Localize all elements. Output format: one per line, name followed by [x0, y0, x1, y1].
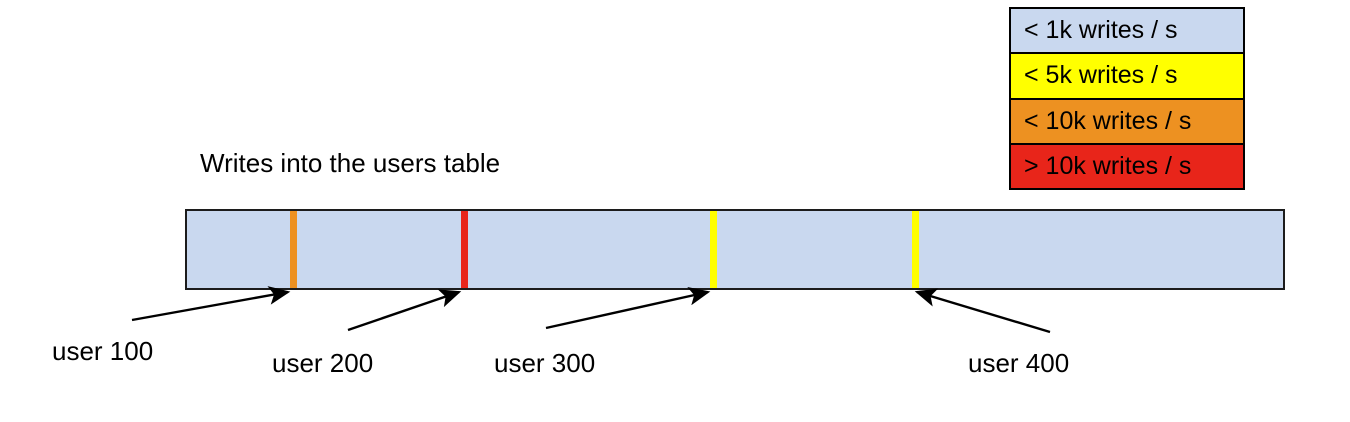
- user-300-marker: [710, 211, 717, 288]
- user-400-marker: [912, 211, 919, 288]
- arrow-user-200: [347, 289, 462, 332]
- legend-row-over-10k: > 10k writes / s: [1011, 144, 1243, 188]
- legend-row-under-5k: < 5k writes / s: [1011, 54, 1243, 100]
- legend: < 1k writes / s < 5k writes / s < 10k wr…: [1009, 7, 1245, 190]
- callout-label-user-200: user 200: [272, 348, 374, 378]
- chart-title: Writes into the users table: [200, 148, 501, 178]
- callout-label-user-100: user 100: [52, 336, 154, 366]
- user-200-marker: [461, 211, 468, 288]
- legend-row-under-1k: < 1k writes / s: [1011, 9, 1243, 55]
- legend-label-under-1k: < 1k writes / s: [1024, 16, 1178, 45]
- arrow-user-100: [131, 286, 291, 322]
- callout-label-user-300: user 300: [494, 348, 596, 378]
- legend-label-over-10k: > 10k writes / s: [1024, 151, 1192, 180]
- legend-label-under-10k: < 10k writes / s: [1024, 106, 1192, 135]
- legend-row-under-10k: < 10k writes / s: [1011, 99, 1243, 145]
- legend-label-under-5k: < 5k writes / s: [1024, 61, 1178, 90]
- users-table-bar: [185, 209, 1285, 290]
- user-100-marker: [290, 211, 297, 288]
- callout-label-user-400: user 400: [968, 348, 1070, 378]
- arrow-user-400: [914, 288, 1051, 334]
- arrow-user-300: [545, 287, 711, 330]
